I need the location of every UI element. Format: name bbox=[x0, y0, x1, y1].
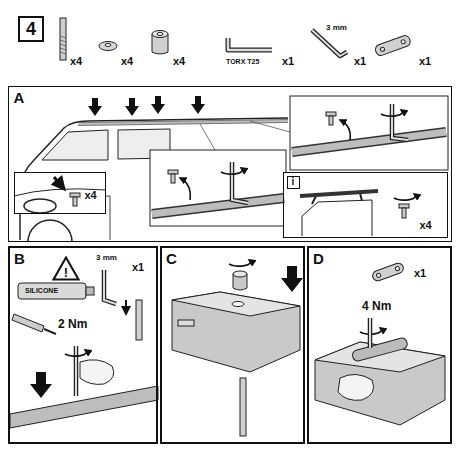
panel-letter: A bbox=[14, 90, 25, 105]
quantity: x1 bbox=[354, 56, 366, 67]
tool-size: 3 mm bbox=[96, 254, 117, 262]
text-holder: i bbox=[288, 177, 299, 188]
panel-frame: C bbox=[160, 246, 305, 444]
panel-letter: x4 bbox=[85, 190, 97, 201]
step-number: 4 bbox=[26, 20, 36, 38]
tool-size: 3 mm bbox=[326, 24, 347, 32]
inset-box: x4 bbox=[14, 172, 106, 214]
panel-letter: x4 bbox=[420, 220, 432, 231]
text-holder: 4 bbox=[20, 18, 42, 40]
panel-frame: D bbox=[307, 246, 452, 444]
quantity: x4 bbox=[173, 56, 185, 67]
quantity: x1 bbox=[419, 56, 431, 67]
tool-name: TORX T25 bbox=[226, 58, 259, 65]
torque-value: 4 Nm bbox=[362, 300, 391, 312]
quantity: x4 bbox=[121, 56, 133, 67]
panel-letter: i bbox=[292, 177, 295, 187]
quantity: x1 bbox=[414, 268, 426, 279]
panel-letter: C bbox=[166, 251, 177, 266]
panel-letter: D bbox=[313, 251, 324, 266]
warning-triangle: ! bbox=[52, 256, 80, 281]
step-number-box: 4 bbox=[18, 16, 44, 42]
warning-mark: ! bbox=[64, 266, 68, 279]
panel-frame: B! bbox=[8, 246, 158, 444]
torque-value: 2 Nm bbox=[58, 318, 87, 330]
text-holder: ! bbox=[52, 256, 80, 281]
tube-label: SILICONE bbox=[25, 287, 58, 294]
panel-frame: Ax4 x4 i bbox=[8, 86, 452, 242]
quantity: x1 bbox=[132, 262, 144, 273]
info-inset-box: x4 i bbox=[283, 172, 448, 238]
panel-letter: B bbox=[14, 251, 25, 266]
info-icon: i bbox=[287, 176, 300, 189]
quantity: x1 bbox=[282, 56, 294, 67]
quantity: x4 bbox=[70, 56, 82, 67]
